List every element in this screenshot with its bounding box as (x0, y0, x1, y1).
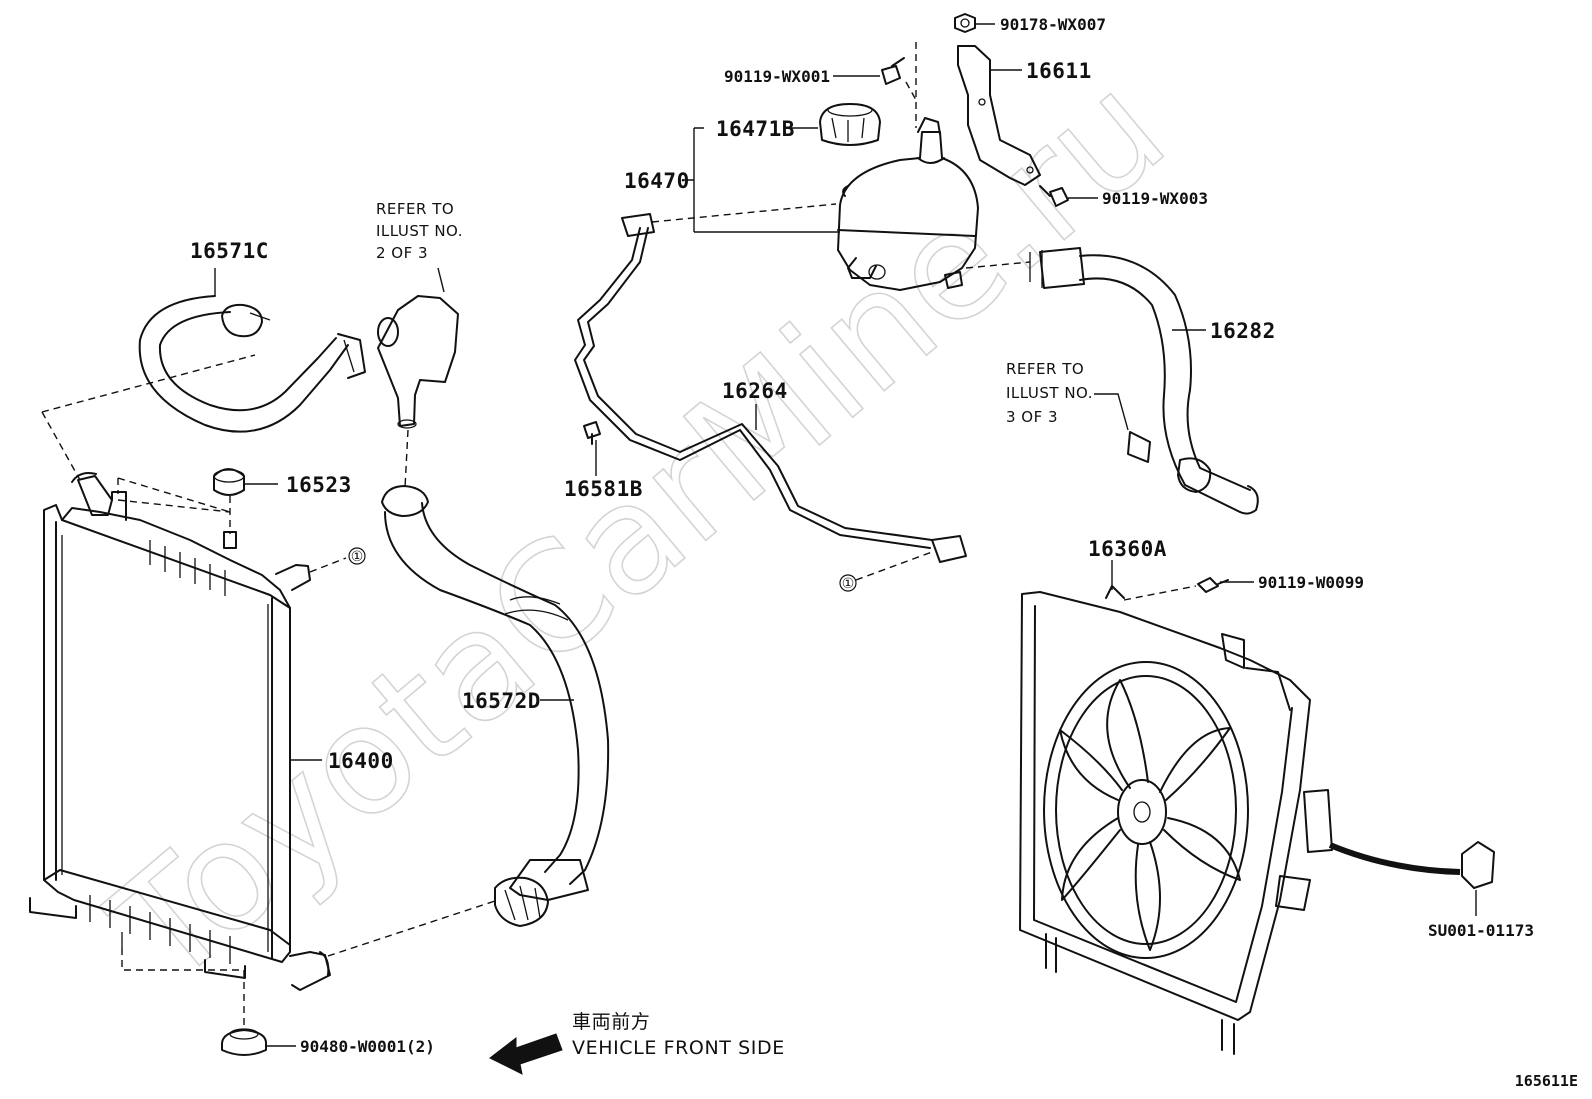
refer-note-2of3: REFER TO ILLUST NO. 2 OF 3 (376, 200, 463, 262)
svg-text:REFER TO: REFER TO (376, 200, 454, 218)
screw-90119-W0099 (1197, 577, 1229, 593)
label-16400: 16400 (328, 749, 394, 773)
hose-16572D (381, 485, 610, 927)
leader-lines (214, 23, 1477, 1047)
label-16523: 16523 (286, 473, 352, 497)
cap-16471B (819, 103, 881, 146)
label-16611: 16611 (1026, 59, 1092, 83)
label-90480-W0001: 90480-W0001(2) (300, 1037, 435, 1056)
illustration-code: 165611E (1515, 1072, 1578, 1090)
clip-16581B (583, 421, 601, 445)
label-SU001-01173: SU001-01173 (1428, 921, 1534, 940)
label-16282: 16282 (1210, 319, 1276, 343)
refer-note-3of3: REFER TO ILLUST NO. 3 OF 3 (1006, 360, 1093, 426)
svg-text:①: ① (842, 576, 855, 592)
svg-text:ILLUST NO.: ILLUST NO. (1006, 384, 1093, 402)
svg-text:2 OF 3: 2 OF 3 (376, 244, 428, 262)
direction-label-en: VEHICLE FRONT SIDE (572, 1037, 785, 1059)
radiator-16400 (29, 472, 331, 991)
cap-16523 (213, 468, 245, 549)
svg-text:ILLUST NO.: ILLUST NO. (376, 222, 463, 240)
label-16264: 16264 (722, 379, 788, 403)
direction-arrow-icon (489, 1033, 563, 1075)
fan-shroud-16360A (1019, 585, 1333, 1055)
ref-marker-1b: ① (839, 574, 857, 592)
screw-90119-WX001 (881, 57, 905, 85)
direction-label-jp: 車両前方 (572, 1011, 650, 1033)
svg-text:①: ① (351, 549, 364, 565)
label-90119-WX003: 90119-WX003 (1102, 189, 1208, 208)
wire-SU001-01173 (1328, 841, 1495, 889)
label-16581B: 16581B (564, 477, 643, 501)
hose-16264 (574, 213, 967, 563)
label-90119-W0099: 90119-W0099 (1258, 573, 1364, 592)
drain-plug-90480 (221, 1028, 267, 1056)
svg-text:REFER TO: REFER TO (1006, 360, 1084, 378)
ref-marker-1a: ① (348, 547, 366, 565)
label-16572D: 16572D (462, 689, 541, 713)
label-16471B: 16471B (716, 117, 795, 141)
dashed-connection-lines (41, 42, 1197, 1025)
label-16470: 16470 (624, 169, 690, 193)
label-16571C: 16571C (190, 239, 269, 263)
svg-text:3 OF 3: 3 OF 3 (1006, 408, 1058, 426)
bracket-16611 (957, 45, 1041, 186)
label-90178-WX007: 90178-WX007 (1000, 15, 1106, 34)
hose-16571C (138, 295, 366, 433)
label-90119-WX001: 90119-WX001 (724, 67, 830, 86)
screw-90119-WX003 (1039, 185, 1069, 207)
water-outlet-part (377, 295, 459, 429)
label-16360A: 16360A (1088, 537, 1167, 561)
reservoir-16470 (837, 117, 979, 291)
hose-16282 (1029, 247, 1259, 515)
vehicle-front-direction: 車両前方 VEHICLE FRONT SIDE (489, 1011, 785, 1075)
nut-90178-WX007 (954, 13, 976, 33)
